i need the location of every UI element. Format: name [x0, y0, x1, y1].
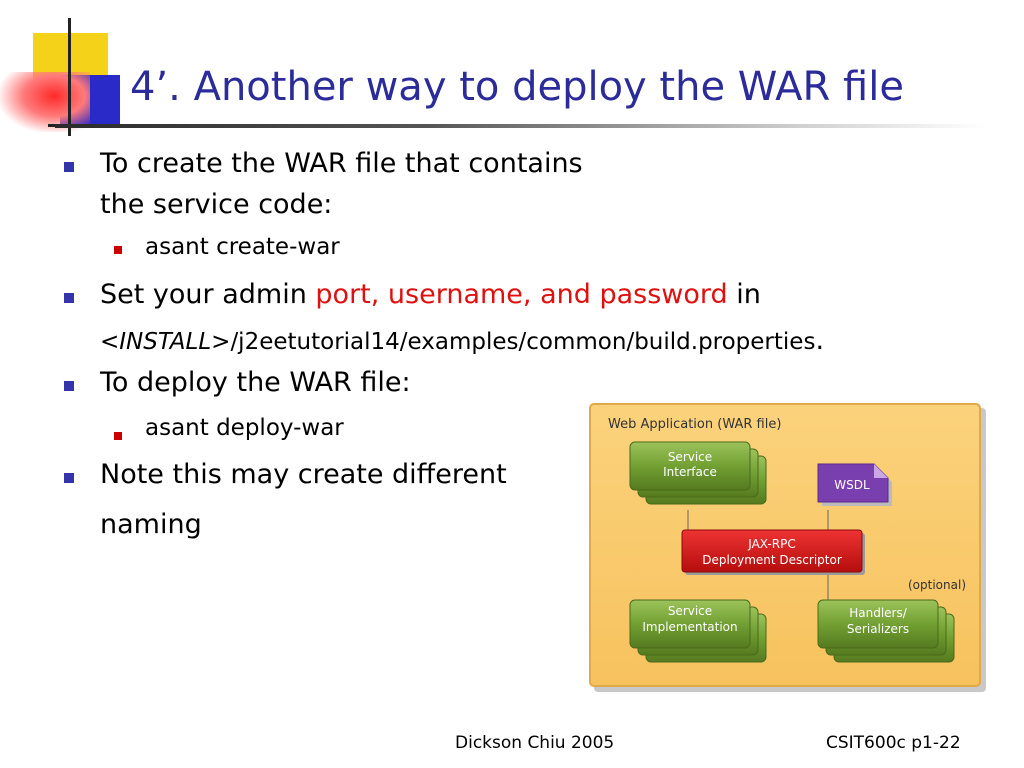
- service-impl-line-2: Implementation: [642, 620, 737, 634]
- service-implementation-stack: Service Implementation: [629, 599, 767, 663]
- war-file-diagram: Web Application (WAR file) Service Inter…: [589, 403, 986, 692]
- bullet-marker: [64, 293, 74, 303]
- bullet-marker: [64, 162, 74, 172]
- wsdl-label: WSDL: [834, 478, 870, 492]
- bullet-1-line-1: To create the WAR file that contains: [100, 148, 583, 179]
- bullet-marker: [64, 473, 74, 483]
- jax-rpc-line-2: Deployment Descriptor: [702, 553, 842, 567]
- bullet-4-line-1: Note this may create different: [100, 459, 507, 490]
- service-interface-line-2: Interface: [663, 465, 717, 479]
- diagram-header: Web Application (WAR file): [608, 417, 781, 432]
- bullet-marker: [64, 381, 74, 391]
- slide-title: 4’. Another way to deploy the WAR file: [130, 64, 904, 110]
- wsdl-document: WSDL: [817, 463, 892, 506]
- bullet-2-line-1: Set your admin port, username, and passw…: [100, 279, 761, 310]
- install-placeholder: <INSTALL>: [100, 329, 231, 355]
- bullet-2-line-2: <INSTALL>/j2eetutorial14/examples/common…: [100, 325, 824, 356]
- properties-path: /j2eetutorial14/examples/common/build.pr…: [230, 329, 816, 355]
- sub-bullet-marker: [114, 246, 122, 254]
- bullet-4-line-2: naming: [100, 509, 202, 540]
- sub-bullet-marker: [114, 432, 122, 440]
- bullet-3: To deploy the WAR file:: [100, 367, 411, 398]
- jax-rpc-line-1: JAX-RPC: [747, 537, 795, 551]
- service-impl-line-1: Service: [668, 604, 712, 618]
- handlers-line-1: Handlers/: [849, 606, 908, 620]
- bullet-2-in: in: [727, 279, 761, 310]
- corner-decoration: [0, 0, 140, 140]
- jax-rpc-descriptor: JAX-RPC Deployment Descriptor: [681, 529, 865, 575]
- footer-author: Dickson Chiu 2005: [455, 733, 615, 753]
- handlers-serializers-stack: Handlers/ Serializers: [817, 599, 955, 663]
- handlers-line-2: Serializers: [847, 622, 909, 636]
- sub-bullet-create-war: asant create-war: [145, 234, 340, 260]
- sub-bullet-deploy-war: asant deploy-war: [145, 415, 344, 441]
- bullet-2-highlight: port, username, and password: [315, 279, 728, 310]
- vertical-line: [68, 18, 71, 136]
- bullet-2-text: Set your admin: [100, 279, 316, 310]
- red-glow: [0, 72, 90, 132]
- footer-page-number: CSIT600c p1-22: [826, 733, 961, 753]
- path-period: .: [815, 325, 825, 356]
- bullet-1-line-2: the service code:: [100, 189, 333, 220]
- service-interface-line-1: Service: [668, 450, 712, 464]
- title-underline: [55, 124, 985, 128]
- optional-label: (optional): [908, 578, 966, 592]
- service-interface-stack: Service Interface: [629, 441, 767, 505]
